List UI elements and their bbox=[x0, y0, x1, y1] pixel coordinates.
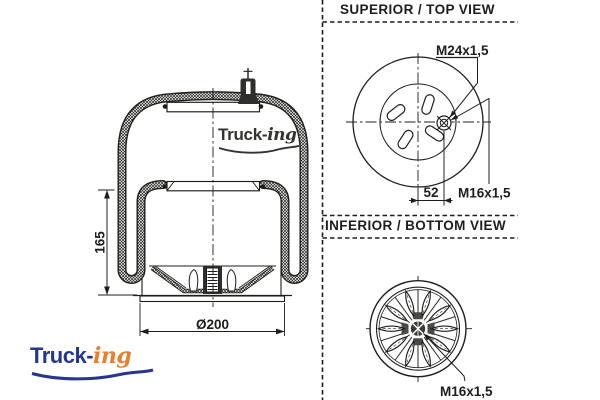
slot bbox=[386, 104, 406, 121]
arrow-right bbox=[411, 197, 418, 204]
right-ear bbox=[226, 268, 237, 292]
bottom-view-title: INFERIOR / BOTTOM VIEW bbox=[325, 218, 507, 233]
top-view-drawing: 52 M24x1,5 M16x1,5 bbox=[346, 43, 511, 206]
dim-200-extensions bbox=[139, 303, 285, 336]
watermark-logo: Truck-ing bbox=[218, 126, 300, 155]
bolt-thread-body bbox=[206, 267, 219, 293]
arrow-right bbox=[276, 328, 285, 335]
dim-165-extensions bbox=[98, 189, 137, 296]
bead-dot bbox=[258, 104, 264, 109]
air-fitting-slot bbox=[246, 81, 251, 94]
thread-stud-label: M16x1,5 bbox=[458, 186, 511, 201]
stud-cross bbox=[436, 115, 452, 131]
logo-text-ing: ing bbox=[93, 343, 132, 369]
arrowhead bbox=[449, 110, 456, 118]
dim-stud-offset-label: 52 bbox=[423, 185, 438, 200]
dim-height-label: 165 bbox=[93, 231, 108, 254]
base-plate bbox=[139, 295, 286, 303]
thread-stud-bottom-label: M16x1,5 bbox=[440, 384, 493, 399]
top-view-title: SUPERIOR / TOP VIEW bbox=[340, 2, 495, 17]
brand-logo: Truck-ing bbox=[30, 345, 155, 381]
funnel-inner-lines bbox=[154, 265, 271, 289]
arrowhead bbox=[450, 114, 459, 121]
m24-leader bbox=[450, 57, 478, 117]
m16-leader bbox=[451, 97, 490, 184]
slot bbox=[421, 94, 435, 115]
arrow-left bbox=[444, 197, 451, 204]
bead-dot bbox=[162, 184, 168, 189]
watermark-swoosh bbox=[218, 144, 300, 154]
plate-bevels bbox=[166, 181, 260, 192]
bead-dot bbox=[260, 184, 266, 189]
m16-bottom-leader bbox=[423, 333, 466, 382]
bottom-view-drawing: M16x1,5 bbox=[366, 276, 493, 399]
side-view-drawing: 165 Ø200 bbox=[93, 68, 309, 336]
left-ear bbox=[188, 268, 199, 292]
dim-52-extensions bbox=[417, 131, 445, 206]
watermark-text-ing: ing bbox=[267, 125, 297, 145]
bolt-threads bbox=[207, 271, 218, 290]
section-borders bbox=[321, 0, 518, 400]
watermark-text-truck: Truck- bbox=[218, 125, 268, 144]
air-fitting-flare bbox=[238, 94, 259, 104]
arrow-down bbox=[104, 286, 110, 295]
thread-port-label: M24x1,5 bbox=[436, 43, 489, 58]
arrow-up bbox=[104, 190, 110, 199]
slot bbox=[397, 129, 414, 150]
arrowhead bbox=[423, 333, 431, 341]
bead-dot bbox=[162, 104, 168, 109]
arrow-left bbox=[140, 328, 149, 335]
logo-swoosh bbox=[31, 368, 154, 381]
bottom-rim-circle bbox=[375, 286, 461, 371]
dim-diameter-label: Ø200 bbox=[196, 317, 229, 332]
logo-text-truck: Truck- bbox=[30, 343, 94, 368]
